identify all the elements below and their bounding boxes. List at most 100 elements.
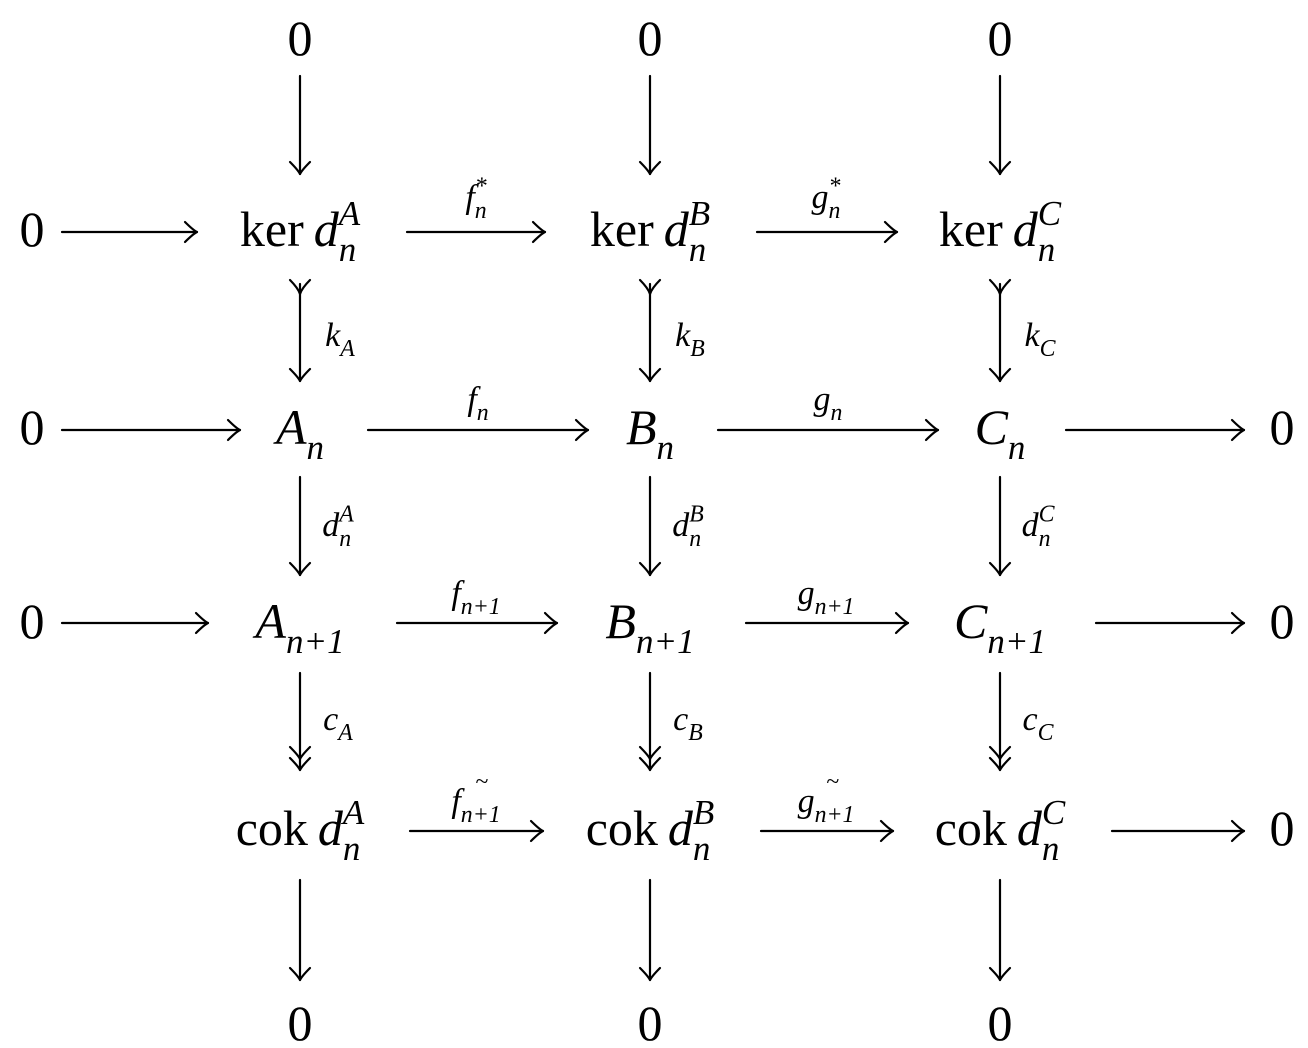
- label-k-c: kC: [1025, 317, 1057, 362]
- node-cok-right-zero-text: 0: [1270, 800, 1295, 856]
- label-f-n1: fn+1: [451, 575, 500, 620]
- node-top-zero-b-text: 0: [638, 10, 663, 66]
- arrow-d-c: [988, 475, 1012, 577]
- label-g-tilde-subscript: n+1: [815, 802, 855, 828]
- node-c-n1-subscript: n+1: [987, 622, 1046, 661]
- label-c-a-symbol: c: [323, 701, 338, 738]
- arrow-k-a: [288, 278, 312, 383]
- label-c-a: cA: [323, 701, 353, 746]
- node-bottom-zero-c-text: 0: [988, 995, 1013, 1048]
- label-f-n-subscript: n: [477, 400, 489, 426]
- node-cok-c-operator: cok: [935, 800, 1017, 856]
- label-k-a: kA: [325, 317, 355, 362]
- label-f-star-superscript: *: [475, 174, 487, 200]
- label-d-b-symbol: d: [672, 507, 690, 544]
- arrow-c-n-to-zero: [1064, 418, 1246, 442]
- arrow-c-c: [988, 671, 1012, 772]
- label-g-star-subscript: n: [829, 198, 841, 224]
- arrow-cok-b-to-zero: [638, 878, 662, 982]
- arrow-g-n: [716, 418, 940, 442]
- label-f-star-subscript: n: [475, 198, 487, 224]
- node-ker-b-superscript: B: [689, 194, 710, 233]
- label-k-b-subscript: B: [690, 336, 705, 362]
- arrow-k-b: [638, 278, 662, 383]
- node-bottom-zero-c: 0: [988, 995, 1013, 1048]
- node-top-zero-c-text: 0: [988, 10, 1013, 66]
- node-cok-a-superscript: A: [341, 793, 365, 832]
- arrow-f-tilde: [408, 819, 545, 843]
- arrow-cok-c-to-zero: [988, 878, 1012, 982]
- arrow-c-n1-to-zero: [1094, 611, 1246, 635]
- node-cok-c-symbol: d: [1017, 800, 1043, 856]
- arrow-zero-to-ker-c: [988, 74, 1012, 176]
- node-cok-a-subscript: n: [343, 829, 361, 868]
- label-g-n: gn: [814, 381, 843, 426]
- label-d-c-symbol: d: [1022, 507, 1040, 544]
- node-bottom-zero-a: 0: [288, 995, 313, 1048]
- arrow-f-star: [405, 220, 547, 244]
- arrow-zero-to-ker-a: [288, 74, 312, 176]
- arrow-c-b: [638, 671, 662, 772]
- node-low-right-zero-text: 0: [1270, 593, 1295, 649]
- label-g-n-subscript: n: [831, 400, 843, 426]
- node-cok-c-superscript: C: [1042, 793, 1066, 832]
- arrow-zero-to-a-n1: [60, 611, 210, 635]
- node-top-zero-a-text: 0: [288, 10, 313, 66]
- node-top-zero-c: 0: [988, 10, 1013, 66]
- node-ker-b-symbol: d: [664, 201, 690, 257]
- node-b-n-symbol: B: [626, 399, 657, 455]
- arrow-f-n: [366, 418, 590, 442]
- node-b-n1-subscript: n+1: [636, 622, 695, 661]
- node-cok-b-symbol: d: [668, 800, 694, 856]
- label-d-c-superscript: C: [1039, 502, 1056, 528]
- label-c-b-subscript: B: [688, 720, 703, 746]
- node-c-n-subscript: n: [1008, 428, 1026, 467]
- label-k-c-symbol: k: [1025, 317, 1041, 354]
- label-c-c: cC: [1023, 701, 1055, 746]
- label-k-b: kB: [675, 317, 705, 362]
- label-k-a-subscript: A: [338, 336, 355, 362]
- node-mid-left-zero-text: 0: [20, 399, 45, 455]
- node-c-n1: Cn+1: [954, 593, 1046, 661]
- node-cok-a-symbol: d: [318, 800, 344, 856]
- label-c-c-subscript: C: [1038, 720, 1055, 746]
- label-f-n: fn: [467, 381, 488, 426]
- node-b-n-subscript: n: [657, 428, 675, 467]
- label-d-a-subscript: n: [339, 526, 351, 552]
- arrow-d-b: [638, 475, 662, 577]
- node-cok-a-operator: cok: [236, 800, 318, 856]
- arrow-d-a: [288, 475, 312, 577]
- node-top-zero-b: 0: [638, 10, 663, 66]
- arrow-zero-to-ker-a: [60, 220, 199, 244]
- node-cok-b-operator: cok: [586, 800, 668, 856]
- node-ker-a-operator: ker: [240, 201, 314, 257]
- arrow-cok-c-to-zero: [1110, 819, 1246, 843]
- node-cok-b-superscript: B: [693, 793, 714, 832]
- arrow-g-n1: [744, 611, 910, 635]
- label-g-n-symbol: g: [814, 381, 831, 418]
- node-mid-right-zero: 0: [1270, 399, 1295, 455]
- node-ker-a-symbol: d: [314, 201, 340, 257]
- node-cok-right-zero: 0: [1270, 800, 1295, 856]
- node-ker-a-subscript: n: [339, 230, 357, 269]
- arrows: [60, 74, 1246, 982]
- node-top-zero-a: 0: [288, 10, 313, 66]
- label-c-b-symbol: c: [673, 701, 688, 738]
- label-k-b-symbol: k: [675, 317, 691, 354]
- label-d-c-subscript: n: [1039, 526, 1051, 552]
- node-ker-c-symbol: d: [1013, 201, 1039, 257]
- node-a-n: An: [273, 399, 324, 467]
- label-g-tilde: gn+1: [798, 783, 855, 828]
- node-ker-left-zero: 0: [20, 201, 45, 257]
- label-g-tilde-symbol: g: [798, 783, 815, 820]
- arrow-f-n1: [395, 611, 559, 635]
- node-cok-c-subscript: n: [1042, 829, 1060, 868]
- node-b-n1-symbol: B: [605, 593, 636, 649]
